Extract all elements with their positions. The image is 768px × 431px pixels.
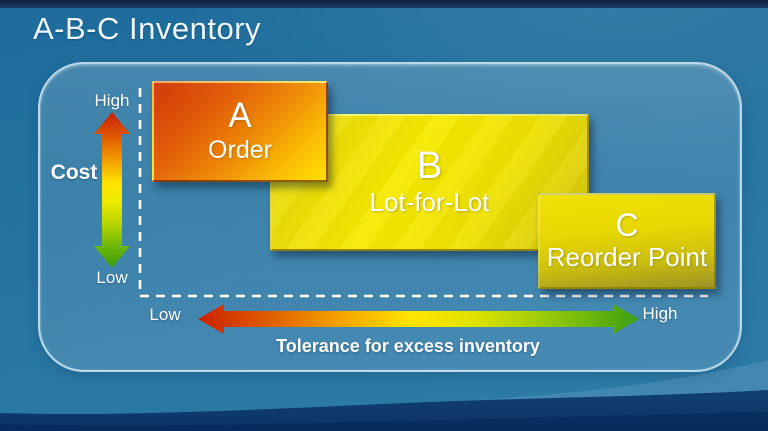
axis-dashed-lines: [138, 88, 708, 298]
box-b-letter: B: [416, 144, 443, 187]
box-c-letter: C: [615, 206, 639, 243]
cost-gradient-arrow-icon: [94, 112, 130, 268]
tolerance-high-label: High: [642, 304, 678, 323]
tolerance-gradient-arrow-icon: [198, 304, 639, 334]
cost-high-label: High: [94, 91, 130, 110]
cost-axis-title: Cost: [50, 161, 98, 184]
box-b-label: Lot-for-Lot: [369, 186, 490, 217]
tolerance-low-label: Low: [149, 305, 181, 324]
top-accent-bar: [0, 0, 768, 8]
bottom-wave-decoration: [0, 360, 768, 431]
category-box-c: C Reorder Point: [538, 193, 716, 289]
slide-title: A-B-C Inventory: [33, 11, 262, 46]
tolerance-axis-title: Tolerance for excess inventory: [276, 336, 540, 356]
box-a-label: Order: [208, 135, 272, 164]
category-box-a: A Order: [152, 81, 328, 182]
box-a-letter: A: [228, 96, 252, 136]
cost-low-label: Low: [96, 268, 128, 287]
box-c-label: Reorder Point: [546, 242, 708, 273]
